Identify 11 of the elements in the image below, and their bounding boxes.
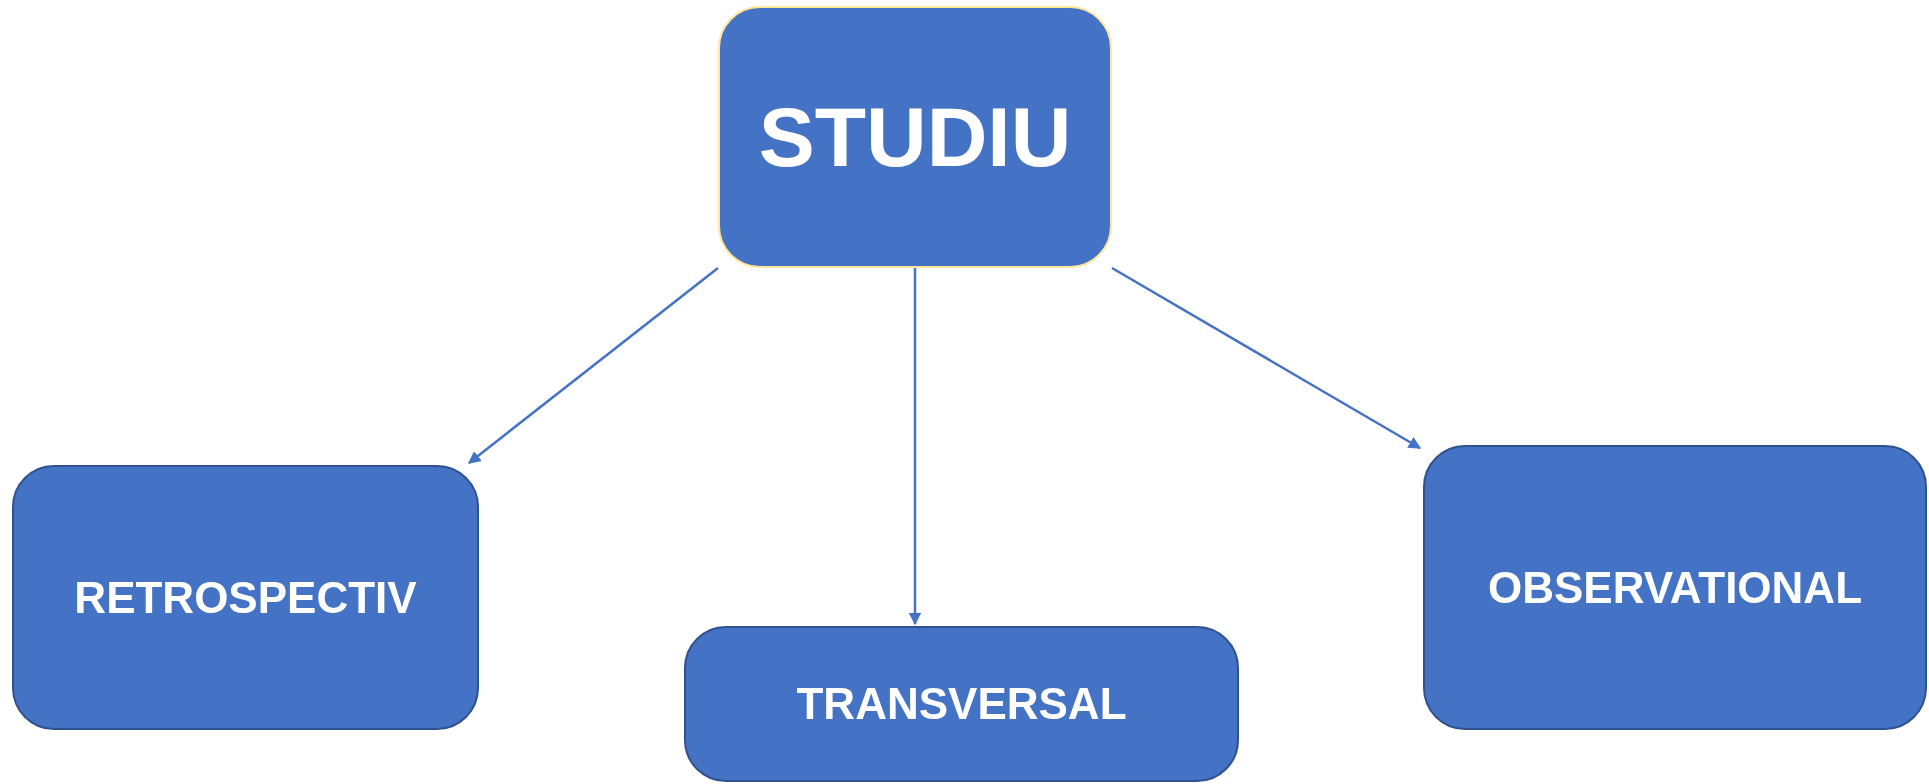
node-label: OBSERVATIONAL [1488, 562, 1862, 613]
node-label: RETROSPECTIV [74, 572, 417, 623]
arrow [1111, 266, 1422, 450]
arrow [908, 268, 922, 626]
node-label: TRANSVERSAL [796, 679, 1127, 729]
arrow [468, 267, 719, 464]
node-label: STUDIU [758, 88, 1072, 186]
process-box [12, 465, 479, 730]
process-box [1423, 445, 1927, 730]
process-box [718, 6, 1112, 268]
process-box [684, 626, 1239, 782]
